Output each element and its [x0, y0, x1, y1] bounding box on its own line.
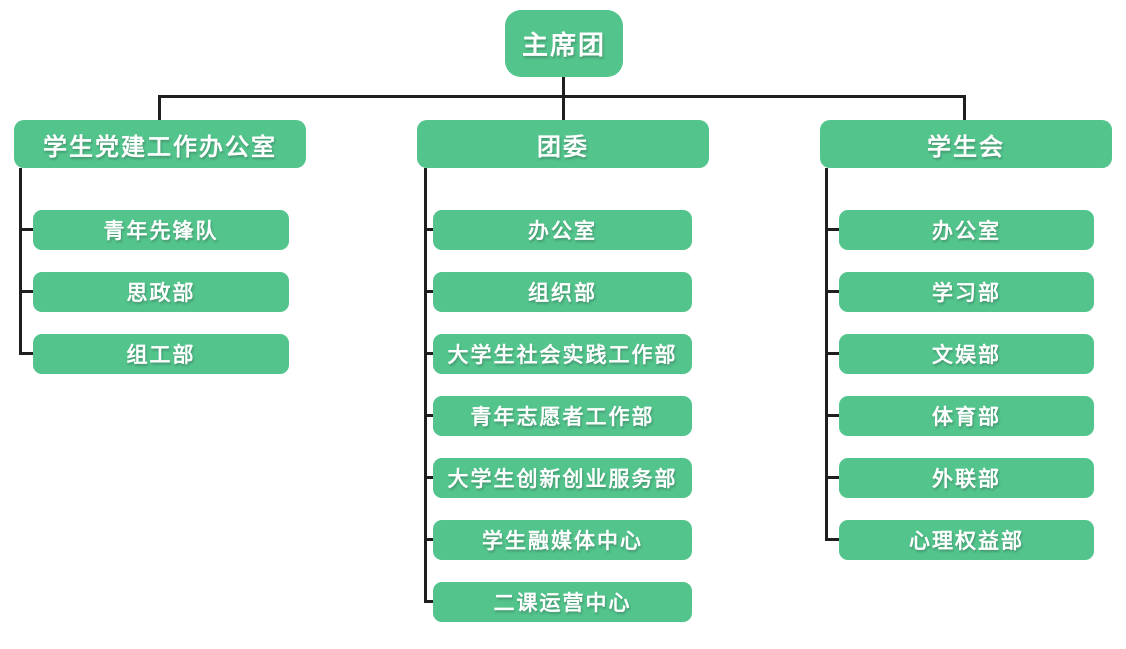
node-union-office: 办公室: [839, 210, 1094, 250]
connector-stub: [424, 414, 433, 417]
node-second-class-operation-center: 二课运营中心: [433, 582, 692, 622]
connector-stub: [424, 600, 433, 603]
connector-stub: [825, 228, 839, 231]
connector-stub: [424, 476, 433, 479]
connector-stub: [825, 414, 839, 417]
connector-drop-branch-1: [562, 95, 565, 120]
connector-stub: [825, 352, 839, 355]
node-youth-volunteer-dept: 青年志愿者工作部: [433, 396, 692, 436]
node-youth-pioneer-team: 青年先锋队: [33, 210, 289, 250]
connector-drop-branch-0: [158, 95, 161, 120]
connector-stub: [424, 290, 433, 293]
connector-trunk-branch-1: [424, 168, 427, 603]
node-presidium: 主席团: [505, 10, 623, 77]
connector-stub: [424, 228, 433, 231]
node-party-building-office: 学生党建工作办公室: [14, 120, 306, 168]
connector-stub: [825, 290, 839, 293]
connector-stub: [19, 352, 33, 355]
node-sports-dept: 体育部: [839, 396, 1094, 436]
node-organization-work-dept: 组工部: [33, 334, 289, 374]
connector-stub: [19, 290, 33, 293]
connector-trunk-branch-0: [19, 168, 22, 355]
node-youth-league-committee: 团委: [417, 120, 709, 168]
node-student-media-center: 学生融媒体中心: [433, 520, 692, 560]
node-external-relations-dept: 外联部: [839, 458, 1094, 498]
node-social-practice-dept: 大学生社会实践工作部: [433, 334, 692, 374]
connector-stub: [424, 538, 433, 541]
node-student-union: 学生会: [820, 120, 1112, 168]
node-study-dept: 学习部: [839, 272, 1094, 312]
node-league-office: 办公室: [433, 210, 692, 250]
connector-stub: [424, 352, 433, 355]
connector-drop-branch-2: [963, 95, 966, 120]
node-psychological-rights-dept: 心理权益部: [839, 520, 1094, 560]
node-innovation-entrepreneurship-dept: 大学生创新创业服务部: [433, 458, 692, 498]
connector-stub: [825, 476, 839, 479]
connector-root-drop: [562, 77, 565, 96]
connector-stub: [825, 538, 839, 541]
node-ideological-political-dept: 思政部: [33, 272, 289, 312]
node-organization-dept: 组织部: [433, 272, 692, 312]
node-culture-entertainment-dept: 文娱部: [839, 334, 1094, 374]
connector-stub: [19, 228, 33, 231]
